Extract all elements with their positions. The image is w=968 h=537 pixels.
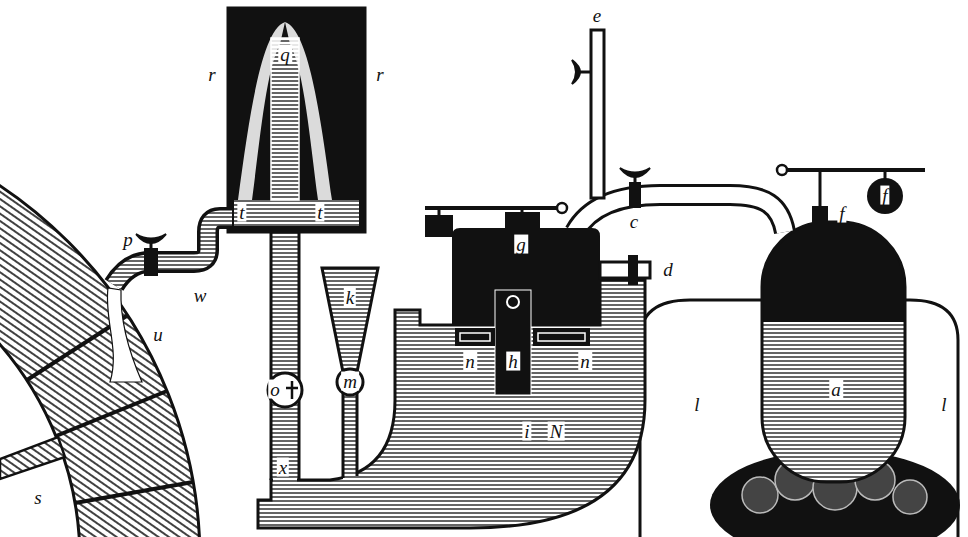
pipe-wall [342,392,345,478]
callout-letter: w [192,286,209,305]
check-valve [337,369,363,395]
callout-letter: m [341,372,359,391]
valve-lever [425,206,558,210]
callout-letter: x [277,458,289,477]
callout-letter: r [374,65,385,84]
rising-pipe [271,38,299,200]
callout-letter: n [578,352,592,371]
falling-water [107,288,142,382]
smoke [893,480,927,514]
stopcock [629,182,641,208]
piston [495,290,531,395]
stopcock-stem [634,176,637,184]
stopcock-handle [136,234,166,243]
lever-end [557,203,567,213]
bucket-wall [75,482,193,503]
guide-bar-inner [538,333,585,341]
feed-pipe [591,30,604,198]
rising-pipe [271,38,299,488]
guide-bar-inner [460,333,490,341]
callout-letter: e [591,6,603,25]
callout-letter: l [692,395,701,414]
valve-stem [521,208,524,214]
callout-letter: k [344,288,356,307]
callout-letter: p [121,230,135,249]
callout-letter: t [315,203,324,222]
valve-stem [819,170,822,208]
boiler-shell [762,222,905,482]
callout-letter: a [829,380,843,399]
valve-cross [286,387,298,390]
callout-letter: g [514,235,528,254]
valve-weight [867,178,903,214]
bucket-wall [56,391,167,436]
wheel-inner [0,230,80,537]
callout-letter: o [268,380,282,399]
fountain-jet [285,22,332,200]
smoke [742,477,778,513]
callout-letter: n [463,352,477,371]
funnel-tube [343,392,357,484]
check-valve [268,373,302,407]
callout-letter: u [151,325,165,344]
safety-valve [812,206,828,226]
steam-pipe-bore [575,195,785,232]
stopcock-stem [150,242,153,250]
callout-letter: i [522,422,531,441]
wheel-rim [0,110,200,537]
callout-letter: r [206,65,217,84]
outflow-pipe-water [114,218,232,285]
callout-letter: f [837,204,846,223]
valve-lever [780,168,925,172]
callout-letter: f [880,186,889,205]
callout-letter: N [548,422,565,441]
funnel [322,268,378,372]
callout-letter: c [628,212,640,231]
callout-letter: t [237,203,246,222]
piston-eye [507,296,519,308]
tank-water [234,200,359,226]
guide-bar [533,328,590,346]
boiler-water [762,222,905,482]
stopcock-stem [580,71,591,74]
guide-bar [455,328,495,346]
lever-weight [425,215,453,237]
callout-letter: l [939,395,948,414]
stopcock-handle [572,60,580,84]
steam-pipe [575,195,785,232]
pipe-flange [628,255,638,285]
outlet-pipe [600,262,650,278]
callout-letter: d [661,260,675,279]
callout-letter: h [506,352,520,371]
upper-tank [228,8,365,232]
valve-cross [291,381,294,399]
stopcock-handle [620,168,650,177]
callout-letter: q [278,45,292,64]
lever-pivot [777,165,787,175]
wheel-spoke [0,437,65,479]
stopcock [144,248,158,276]
weight-hanger [438,208,441,216]
callout-letter: s [32,488,43,507]
pipe-wall [356,392,359,476]
outflow-pipe [114,218,232,285]
